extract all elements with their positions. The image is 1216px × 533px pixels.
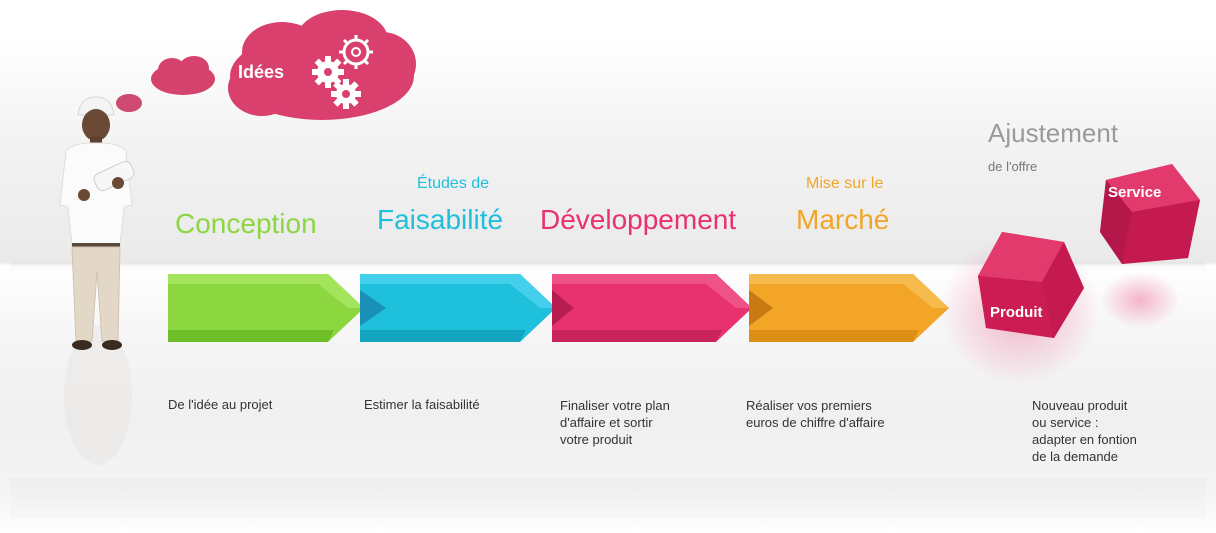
stage-title-faisabilite: Faisabilité bbox=[377, 204, 504, 235]
desc-line: de la demande bbox=[1032, 449, 1119, 464]
ajustement-subtitle: de l'offre bbox=[988, 159, 1038, 174]
desc-line: Réaliser vos premiers bbox=[746, 398, 872, 413]
engineer-figure bbox=[59, 96, 135, 465]
desc-line: votre produit bbox=[560, 432, 633, 447]
stage-pre-faisabilite: Études de bbox=[417, 175, 490, 192]
desc-line: ou service : bbox=[1032, 415, 1099, 430]
thought-cloud-small bbox=[116, 94, 142, 112]
arrow-faisabilite bbox=[360, 274, 556, 342]
idea-cloud-label: Idées bbox=[238, 62, 285, 82]
desc-line: Finaliser votre plan bbox=[560, 398, 670, 413]
stage-title-developpement: Développement bbox=[540, 204, 737, 235]
gear-small-icon bbox=[331, 79, 361, 109]
arrow-marche bbox=[749, 274, 949, 342]
cube-service-label: Service bbox=[1108, 184, 1162, 201]
shoe-left bbox=[72, 340, 92, 350]
desc-faisabilite: Estimer la faisabilité bbox=[364, 396, 480, 413]
desc-line: De l'idée au projet bbox=[168, 397, 273, 412]
figure-shirt bbox=[59, 142, 133, 246]
cube-produit bbox=[978, 232, 1084, 338]
gear-outline-icon bbox=[339, 35, 373, 69]
figure-reflection bbox=[64, 325, 132, 465]
desc-conception: De l'idée au projet bbox=[168, 396, 272, 413]
idea-cloud bbox=[228, 10, 416, 120]
stage-pre-marche: Mise sur le bbox=[806, 175, 884, 192]
stage-title-conception: Conception bbox=[175, 208, 317, 239]
desc-line: euros de chiffre d'affaire bbox=[746, 415, 885, 430]
ajustement-title: Ajustement bbox=[988, 118, 1119, 148]
stage-title-marche: Marché bbox=[796, 204, 890, 235]
desc-line: Nouveau produit bbox=[1032, 398, 1128, 413]
cube-produit-label: Produit bbox=[990, 304, 1043, 321]
cube-service bbox=[1100, 164, 1200, 264]
shoe-right bbox=[102, 340, 122, 350]
desc-ajustement: Nouveau produit ou service : adapter en … bbox=[1032, 397, 1137, 465]
helmet-icon bbox=[77, 96, 115, 116]
desc-line: Estimer la faisabilité bbox=[364, 397, 480, 412]
arrow-developpement bbox=[552, 274, 752, 342]
desc-marche: Réaliser vos premiers euros de chiffre d… bbox=[746, 397, 885, 431]
desc-developpement: Finaliser votre plan d'affaire et sortir… bbox=[560, 397, 670, 448]
gear-icon bbox=[312, 56, 344, 88]
arrow-conception bbox=[168, 274, 364, 342]
bottom-band bbox=[10, 478, 1206, 518]
thought-cloud-medium bbox=[151, 56, 215, 95]
desc-line: adapter en fontion bbox=[1032, 432, 1137, 447]
figure-head bbox=[82, 109, 110, 141]
desc-line: d'affaire et sortir bbox=[560, 415, 653, 430]
floor-band bbox=[10, 262, 1206, 272]
